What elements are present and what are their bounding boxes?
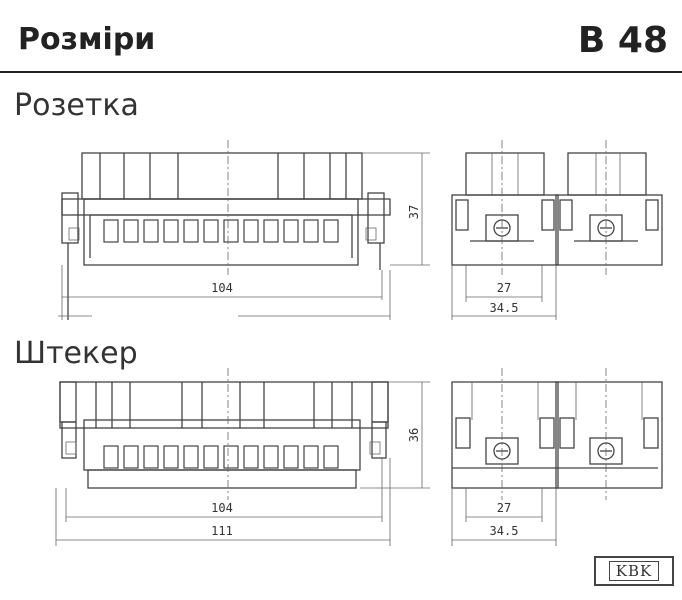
- plug-contact-row: [103, 445, 339, 469]
- plug-side-view: 27 34.5: [451, 368, 663, 546]
- plug-side-inner-dim: 27: [497, 501, 511, 515]
- socket-side-inner-dim: 27: [497, 281, 511, 295]
- logo-text: KBK: [608, 561, 660, 581]
- header-rule: [0, 71, 682, 73]
- kbk-logo: KBK: [594, 556, 674, 586]
- plug-width-outer-dim: 111: [211, 524, 233, 538]
- socket-side-outer-dim: 34.5: [490, 301, 519, 315]
- socket-front-view: 37 104: [58, 140, 430, 320]
- plug-height-dim: 36: [407, 428, 421, 442]
- plug-side-outer-dim: 34.5: [490, 524, 519, 538]
- plug-title: Штекер: [14, 336, 138, 371]
- socket-title: Розетка: [14, 88, 139, 123]
- socket-width-dim: 104: [211, 281, 233, 295]
- product-code: B 48: [577, 20, 668, 61]
- socket-contact-row: [103, 219, 339, 243]
- socket-side-view: 27 34.5: [451, 140, 663, 320]
- plug-width-inner-dim: 104: [211, 501, 233, 515]
- socket-height-dim: 37: [407, 205, 421, 219]
- page-title: Розміри: [18, 22, 156, 57]
- plug-front-view: 36 104 111: [55, 368, 430, 546]
